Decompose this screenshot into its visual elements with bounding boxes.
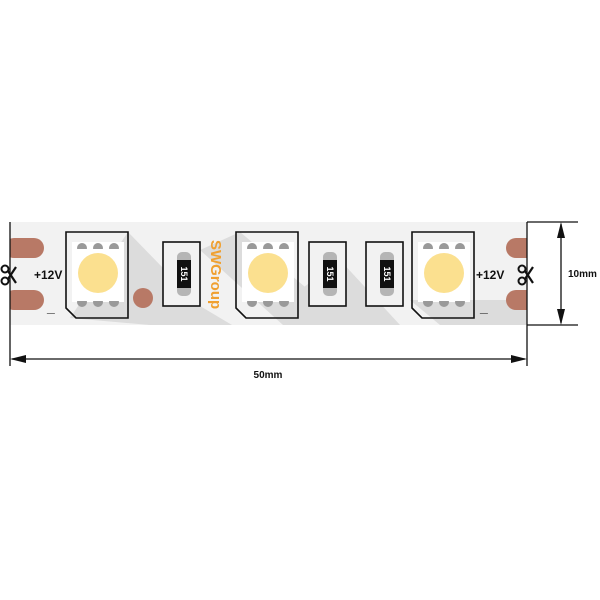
resistor-2-code: 151 [325,266,335,281]
width-label: 10mm [568,269,597,280]
voltage-label-left: +12V [34,268,62,282]
arrow-icon [10,222,565,363]
dimension-lines [9,221,578,366]
resistor-1-code: 151 [179,266,189,281]
brand-logo: SWGroup [207,240,224,309]
length-label: 50mm [254,370,283,381]
voltage-label-right: +12V [476,268,504,282]
solder-dot [133,288,153,308]
pads-left [4,238,44,310]
minus-label-right: _ [479,299,488,315]
minus-label-left: _ [46,299,55,315]
resistor-3-code: 151 [382,266,392,281]
